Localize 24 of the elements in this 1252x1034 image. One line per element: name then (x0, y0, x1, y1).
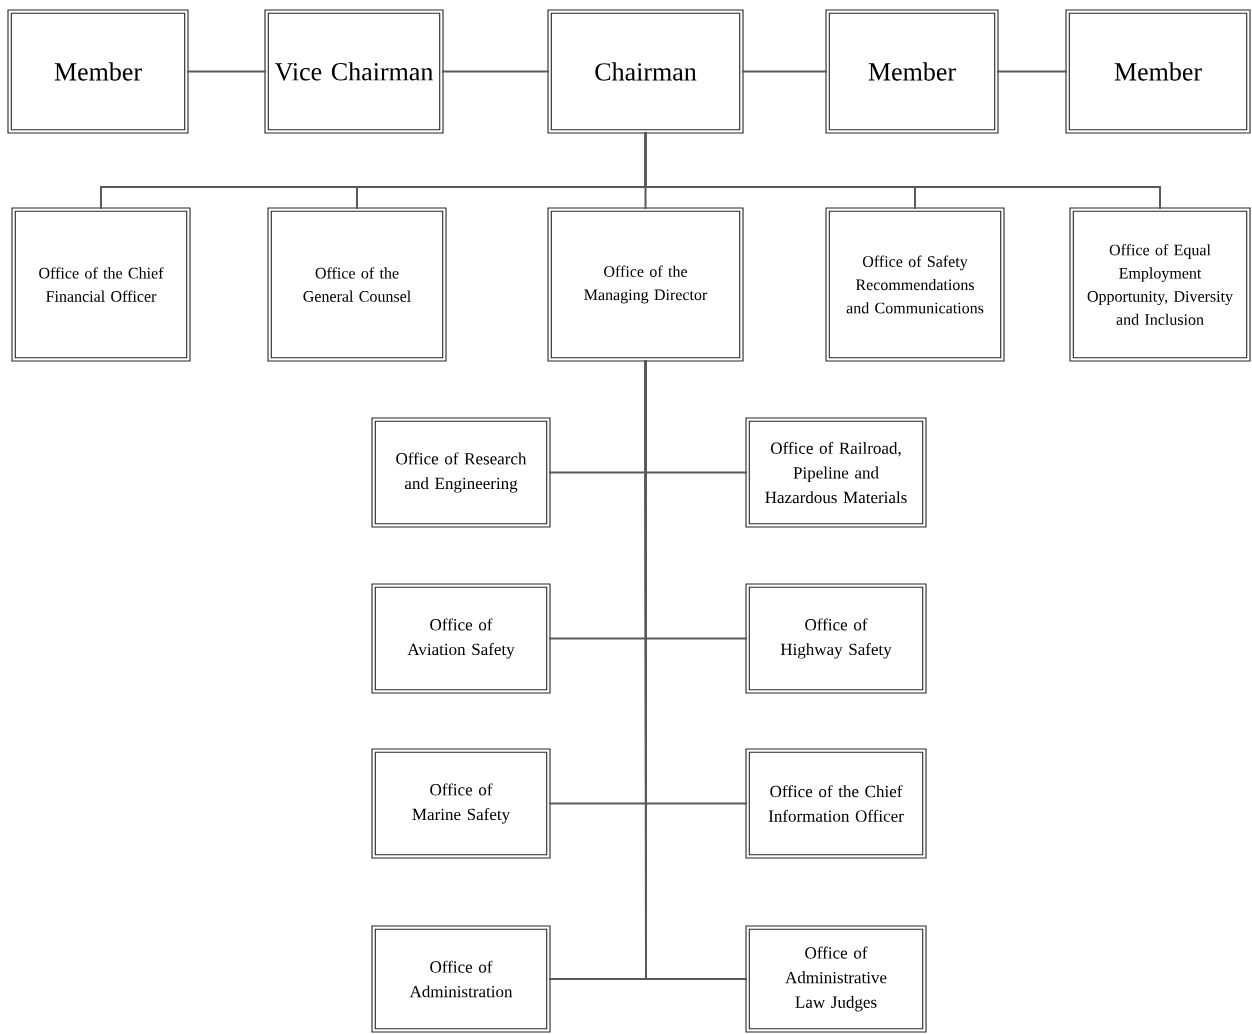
connector-line (644, 358, 749, 980)
org-box: Office of Administrative Law Judges (745, 925, 927, 1033)
org-box: Office of Safety Recommendations and Communications (825, 207, 1005, 362)
org-box: Member (7, 9, 189, 134)
org-box: Office of Aviation Safety (371, 583, 551, 694)
org-box: Office of Research and Engineering (371, 417, 551, 528)
org-box: Office of Railroad, Pipeline and Hazardous Materials (745, 417, 927, 528)
connector-line (995, 70, 1069, 73)
org-box: Office of Administration (371, 925, 551, 1033)
org-box: Office of the Chief Financial Officer (11, 207, 191, 362)
org-box: Office of the Chief Information Officer (745, 748, 927, 859)
org-box: Office of Equal Employment Opportunity, Diversity and Inclusion (1069, 207, 1251, 362)
connector-line (440, 70, 551, 73)
org-box: Member (1065, 9, 1251, 134)
connector-line (644, 130, 1161, 211)
org-box: Office of Highway Safety (745, 583, 927, 694)
org-box: Vice Chairman (264, 9, 444, 134)
org-box: Office of Marine Safety (371, 748, 551, 859)
org-box: Office of the General Counsel (267, 207, 447, 362)
connector-line (740, 70, 829, 73)
connector-line (185, 70, 268, 73)
org-box: Chairman (547, 9, 744, 134)
org-box: Member (825, 9, 999, 134)
org-box: Office of the Managing Director (547, 207, 744, 362)
